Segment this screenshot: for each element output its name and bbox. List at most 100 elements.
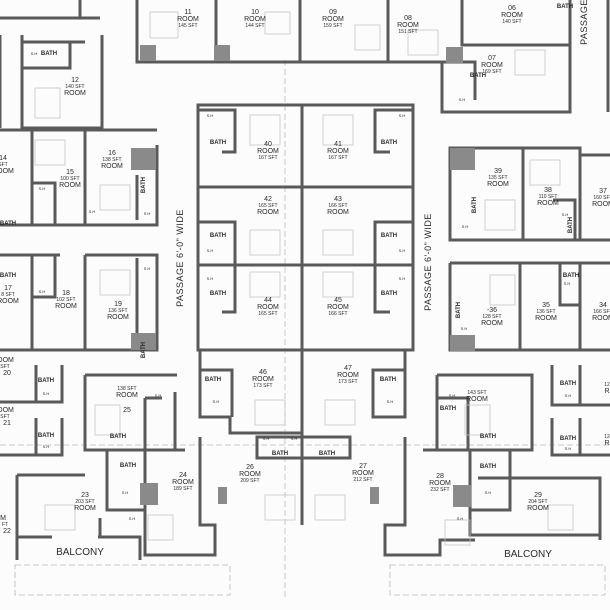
room-area: 138 SFT [102,157,121,163]
room-number: 34 [599,302,607,309]
shower-label: S.H [144,211,151,216]
room-area: 102 SFT [56,297,75,303]
room-number: 37 [599,188,607,195]
room-area: SFT [0,414,9,420]
room-area: 232 SFT [430,487,449,493]
shower-label: S.H [89,209,96,214]
room-type: ROOM [244,16,266,23]
bath-label: BATH [38,433,54,439]
room-number: 11 [184,9,191,16]
room-number: 26 [246,464,254,471]
bath-label: BATH [0,273,16,279]
shower-label: S.H [155,393,162,398]
room-type: ROOM [116,392,138,399]
room-number: -36 [487,307,497,314]
room-type: ROOM [527,505,549,512]
room-number: 43 [334,196,342,203]
bath-label: BATH [568,217,574,233]
room-type: ROOM [0,357,14,364]
room-area: 12 [604,382,610,388]
room-number: 39 [494,168,502,175]
bath-label: BATH [38,378,54,384]
room-area: 128 SFT [482,314,501,320]
room-number: 25 [123,407,131,414]
room-type: ROOM [0,407,14,414]
room-type: ROOM [0,168,14,175]
room-number: 23 [81,492,89,499]
room-area: 140 SFT [65,84,84,90]
room-number: 40 [264,141,272,148]
room-type: ROOM [487,181,509,188]
bath-label: BATH [440,406,456,412]
room-area: 135 SFT [488,175,507,181]
room-number: 38 [544,187,552,194]
passage-label: PASSAGE [579,0,589,45]
room-area: 144 SFT [245,23,264,29]
room-type: ROOM [501,12,523,19]
shower-label: S.H [449,393,456,398]
room-type: ROOM [257,304,279,311]
shower-label: S.H [144,266,151,271]
shower-label: S.H [43,444,50,449]
shower-label: S.H [457,516,464,521]
shower-label: S.H [207,276,214,281]
bath-label: BATH [480,464,496,470]
shower-label: S.H [39,289,46,294]
room-type: ROOM [64,90,86,97]
room-number: 20 [3,370,11,377]
room-area: SFT [0,364,9,370]
room-type: ROOM [74,505,96,512]
bath-label: BATH [560,381,576,387]
room-area: 151 SFT [398,29,417,35]
shower-label: S.H [291,436,298,441]
room-type: ROOM [0,298,19,305]
room-type: R [604,440,609,447]
shower-label: S.H [31,51,38,56]
furniture [34,11,574,546]
bath-label: BATH [381,291,397,297]
room-type: ROOM [429,480,451,487]
room-area: 100 SFT [60,176,79,182]
bath-label: BATH [381,233,397,239]
shower-label: S.H [387,399,394,404]
room-number: 18 [62,290,70,297]
shower-label: S.H [485,490,492,495]
room-type: ROOM [322,16,344,23]
room-type: ROOM [397,22,419,29]
room-type: ROOM [535,315,557,322]
room-type: ROOM [59,182,81,189]
room-area: 165 SFT [258,203,277,209]
room-type: ROOM [107,314,129,321]
shower-label: S.H [39,186,46,191]
bath-label: BATH [210,291,226,297]
room-type: ROOM [537,200,559,207]
room-type: ROOM [352,470,374,477]
room-number: 27 [359,463,367,470]
room-area: 167 SFT [258,155,277,161]
room-area: 166 SFT [328,311,347,317]
shower-label: S.H [213,399,220,404]
room-label: 14SFTROOM [0,155,14,175]
bath-label: BATH [205,377,221,383]
room-area: 165 SFT [258,311,277,317]
room-number: 22 [3,528,11,535]
room-type: ROOM [481,320,503,327]
bath-label: BATH [380,377,396,383]
room-type: ROOM [172,479,194,486]
room-label: 12R [604,434,610,447]
bath-label: BATH [381,140,397,146]
room-number: 06 [508,5,516,12]
